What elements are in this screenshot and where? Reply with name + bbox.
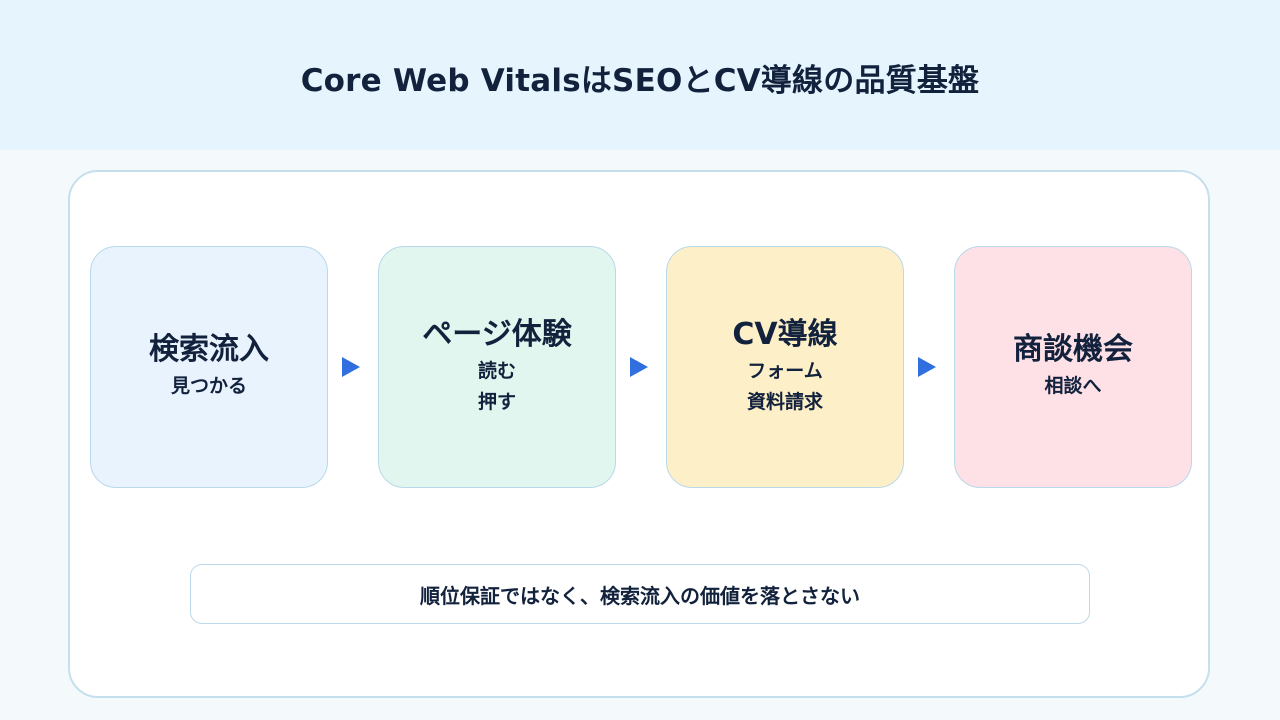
step-search-traffic: 検索流入 見つかる — [90, 246, 328, 488]
step-title: 検索流入 — [149, 332, 269, 367]
step-business-opportunity: 商談機会 相談へ — [954, 246, 1192, 488]
step-page-experience: ページ体験 読む 押す — [378, 246, 616, 488]
page-title: Core Web VitalsはSEOとCV導線の品質基盤 — [300, 62, 980, 99]
step-line: 押す — [477, 390, 516, 413]
step-line: 資料請求 — [746, 390, 823, 413]
step-line: フォーム — [747, 359, 823, 382]
step-cv-path: CV導線 フォーム 資料請求 — [666, 246, 904, 488]
step-line: 相談へ — [1044, 375, 1102, 397]
step-line: 見つかる — [170, 375, 247, 397]
step-line: 読む — [477, 359, 516, 382]
arrow-right-icon — [918, 357, 936, 377]
header-banner: Core Web VitalsはSEOとCV導線の品質基盤 — [0, 0, 1280, 150]
arrow-right-icon — [630, 357, 648, 377]
note-box: 順位保証ではなく、検索流入の価値を落とさない — [190, 564, 1090, 624]
step-title: CV導線 — [732, 316, 838, 352]
step-title: ページ体験 — [422, 316, 572, 352]
arrow-right-icon — [342, 357, 360, 377]
step-title: 商談機会 — [1013, 332, 1133, 367]
